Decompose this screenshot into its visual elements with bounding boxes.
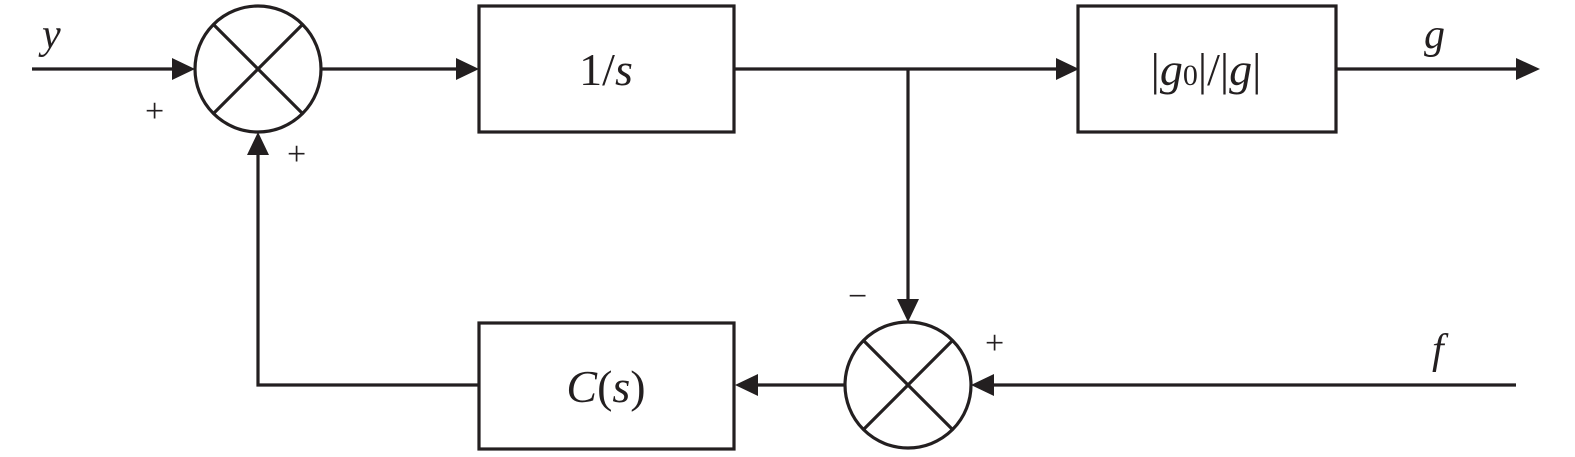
normalizer-input-arrowhead	[1056, 58, 1079, 80]
input-f-label: f	[1432, 327, 1449, 373]
sum1-bottom-arrowhead	[247, 132, 269, 155]
controller-input-arrowhead	[735, 374, 758, 396]
normalizer-label: |g0|/|g|	[1151, 44, 1262, 95]
integrator-label: 1/s	[579, 44, 633, 95]
sum-junction-1	[193, 4, 323, 134]
sum-junction-2	[843, 320, 973, 450]
input-y-arrowhead	[172, 58, 195, 80]
controller-label: C(s)	[566, 361, 645, 412]
integrator-input-arrowhead	[456, 58, 479, 80]
output-g-arrowhead	[1516, 58, 1540, 80]
sum2-right-arrowhead	[971, 374, 994, 396]
sum1-sign-bottom: +	[287, 136, 306, 173]
input-y-label: y	[38, 12, 61, 58]
normalizer-block	[1076, 4, 1338, 134]
sum1-sign-left: +	[145, 93, 164, 130]
sum2-top-arrowhead	[897, 299, 919, 322]
sum2-sign-right: +	[985, 325, 1004, 362]
controller-block	[477, 321, 736, 451]
sum2-sign-top: −	[848, 278, 867, 315]
feedback-line	[256, 150, 479, 387]
output-g-label: g	[1424, 12, 1445, 58]
integrator-block	[477, 4, 736, 134]
